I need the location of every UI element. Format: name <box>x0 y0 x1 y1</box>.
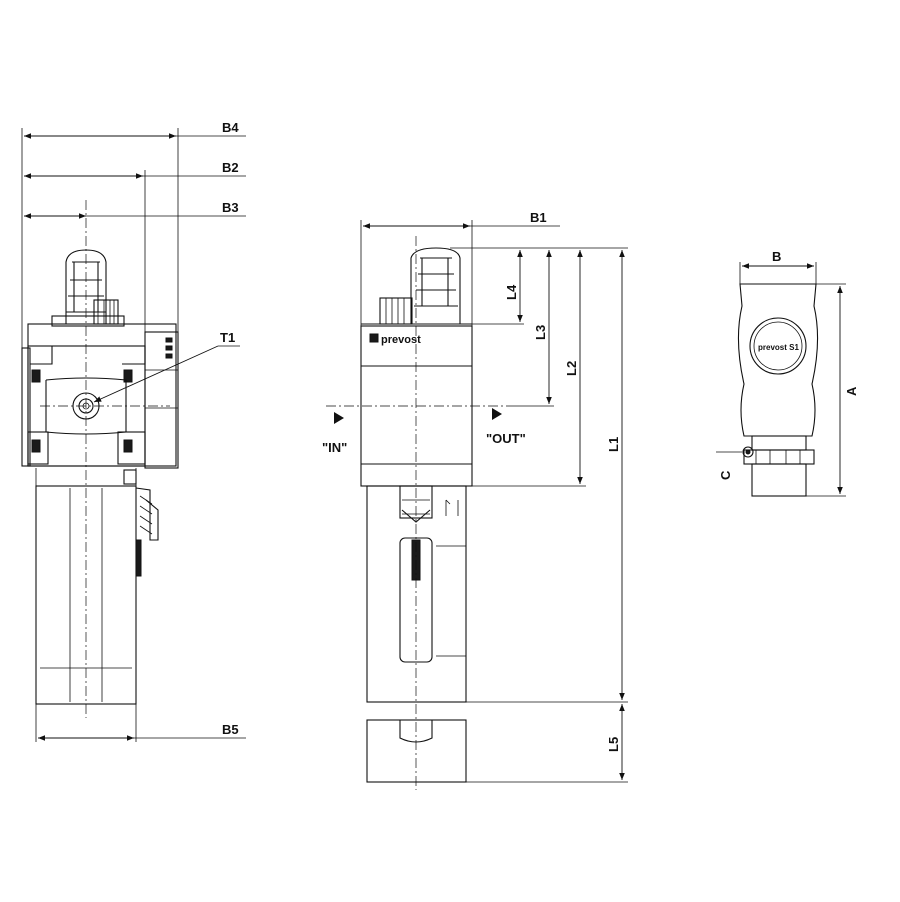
dimension-l4: L4 <box>504 250 523 322</box>
label-b3: B3 <box>222 200 239 215</box>
dimension-b3: B3 <box>24 200 246 219</box>
dimension-b: B <box>742 249 814 269</box>
dimension-l2: L2 <box>564 250 583 484</box>
label-b: B <box>772 249 781 264</box>
dimension-b1: B1 <box>363 210 560 229</box>
label-b2: B2 <box>222 160 239 175</box>
label-l1: L1 <box>606 437 621 452</box>
label-l3: L3 <box>533 325 548 340</box>
dimension-t1: T1 <box>93 330 240 403</box>
side-view: B4 B2 B3 <box>21 120 246 742</box>
label-b5: B5 <box>222 722 239 737</box>
dimension-l3: L3 <box>533 250 552 404</box>
label-l2: L2 <box>564 361 579 376</box>
label-t1: T1 <box>220 330 235 345</box>
coupling-view: B prevost S1 A C <box>716 249 859 497</box>
label-b1: B1 <box>530 210 547 225</box>
dimension-b4: B4 <box>24 120 246 139</box>
brand-logo: prevost <box>381 334 421 346</box>
outlet-arrow-icon <box>492 408 502 420</box>
dimension-l1: L1 <box>606 250 625 700</box>
label-b4: B4 <box>222 120 239 135</box>
front-view: B1 prevost "IN" "OUT" <box>322 210 628 790</box>
label-l4: L4 <box>504 284 519 300</box>
dimension-l5: L5 <box>606 704 625 780</box>
dimension-b2: B2 <box>24 160 246 179</box>
dimension-a: A <box>837 286 859 494</box>
label-a: A <box>844 386 859 396</box>
inlet-arrow-icon <box>334 412 344 424</box>
coupling-logo: prevost S1 <box>758 343 799 352</box>
dimension-b5: B5 <box>38 722 246 741</box>
dimension-c: C <box>716 451 742 480</box>
port-out-label: "OUT" <box>486 431 526 446</box>
label-l5: L5 <box>606 737 621 752</box>
label-c: C <box>718 470 733 480</box>
port-in-label: "IN" <box>322 440 347 455</box>
